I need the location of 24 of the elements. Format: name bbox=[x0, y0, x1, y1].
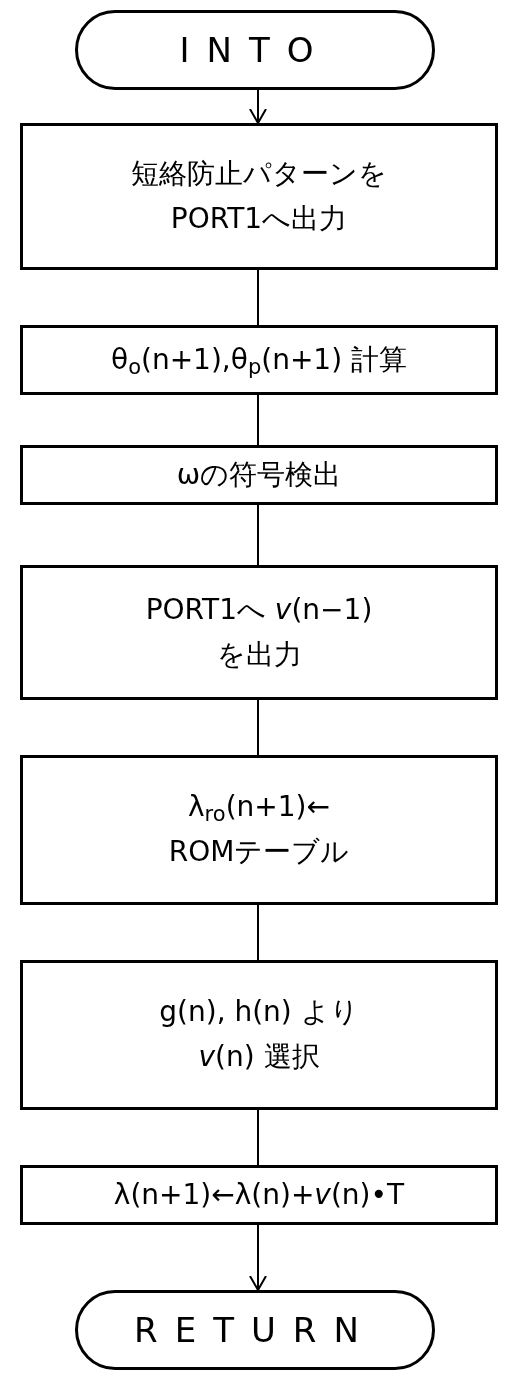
connector-line bbox=[249, 89, 267, 124]
process-box bbox=[20, 445, 498, 505]
step-text: λ(n+1)←λ(n)+v(n)•T bbox=[113, 1176, 405, 1213]
connector-line bbox=[257, 394, 259, 446]
process-box bbox=[20, 565, 498, 700]
step-text: PORT1へ v(n−1)を出力 bbox=[144, 591, 374, 673]
connector-line bbox=[257, 904, 259, 961]
process-box bbox=[20, 1165, 498, 1225]
connector-line bbox=[257, 1109, 259, 1166]
connector-line bbox=[249, 1224, 267, 1291]
connector-line bbox=[257, 269, 259, 326]
step-text: RETURN bbox=[134, 1308, 376, 1352]
step-text: λ$_{ro}$(n+1)← ROMテーブル bbox=[167, 789, 351, 870]
step-text: INTO bbox=[179, 28, 331, 72]
process-box bbox=[20, 325, 498, 395]
step-text: 短絡防止パターンを PORT1へ出力 bbox=[130, 155, 388, 237]
process-box bbox=[20, 755, 498, 905]
process-box bbox=[20, 960, 498, 1110]
process-box bbox=[20, 123, 498, 270]
connector-line bbox=[257, 504, 259, 566]
connector-line bbox=[257, 699, 259, 756]
step-text: ωの符号検出 bbox=[176, 456, 342, 493]
step-text: θ$_{o}$(n+1),θ$_{p}$(n+1) 計算 bbox=[111, 341, 407, 381]
step-text: g(n), h(n) より v(n) 選択 bbox=[158, 994, 360, 1075]
